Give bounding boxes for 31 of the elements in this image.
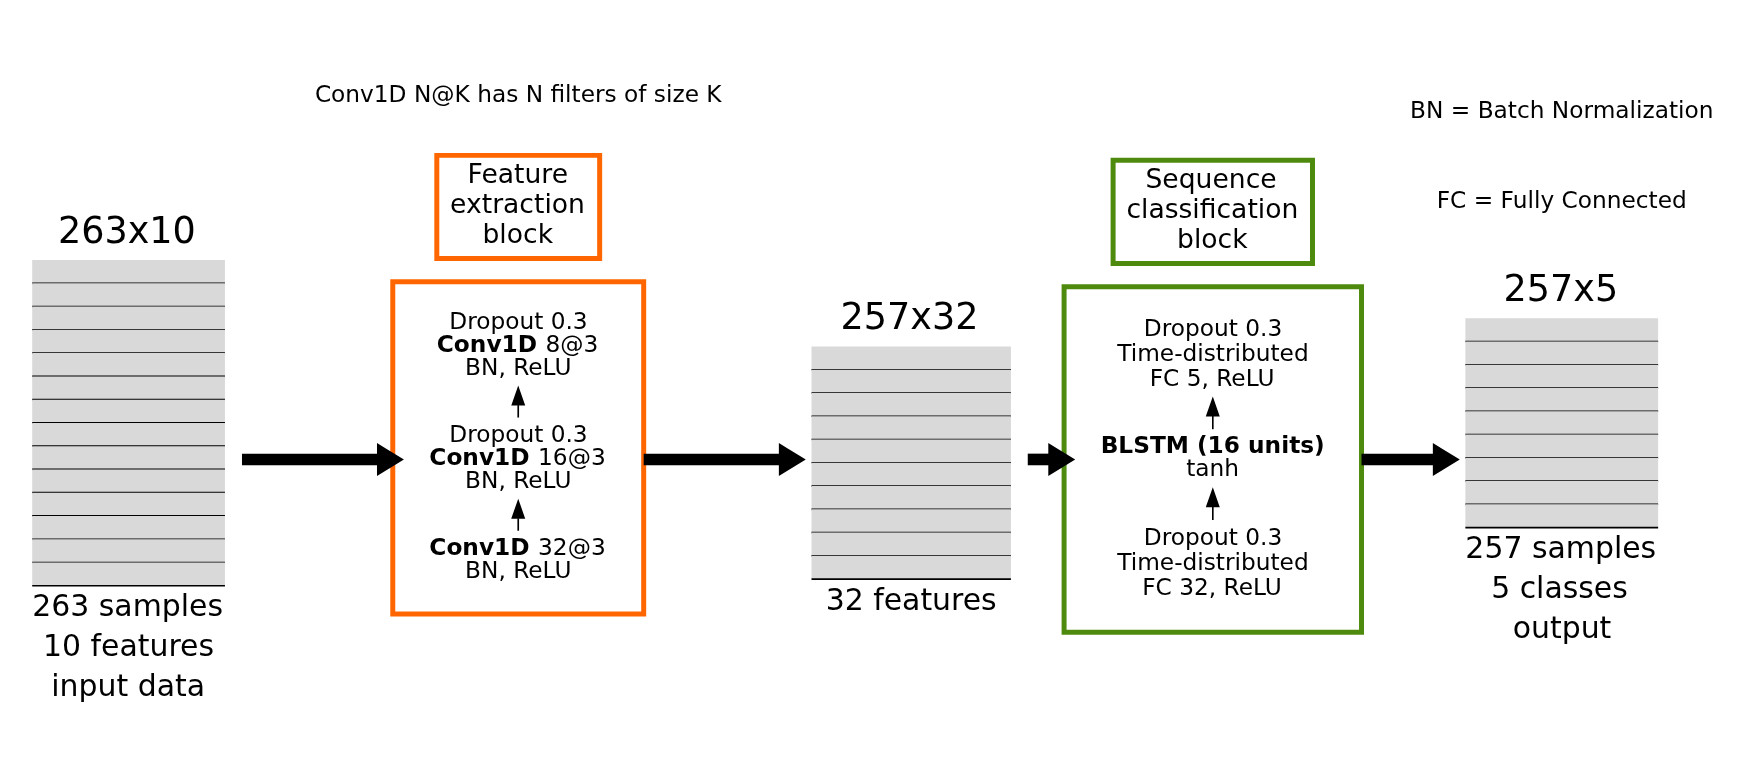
- node-label: 263x10: [57, 208, 196, 252]
- cluster: [390, 279, 647, 617]
- node-label: 32 features: [825, 581, 997, 617]
- node-box: Feature extraction block: [434, 152, 603, 261]
- arrow: [1361, 442, 1460, 476]
- arrow: [1205, 396, 1220, 431]
- cluster: [1061, 284, 1364, 635]
- node-label: 263 samples: [32, 588, 224, 624]
- node-text: Dropout 0.3 Conv1D 16@3 BN, ReLU: [429, 419, 606, 494]
- arrow: [643, 442, 806, 476]
- node-label: 10 features: [43, 628, 215, 664]
- node-text: BLSTM (16 units) tanh: [1100, 431, 1325, 482]
- arrow: [1205, 487, 1220, 521]
- node-label: 257 samples: [1465, 530, 1657, 566]
- node-text: Conv1D 32@3 BN, ReLU: [429, 532, 606, 583]
- label: FC = Fully Connected: [1436, 186, 1687, 214]
- node-text: Dropout 0.3 Time-distributed FC 32, ReLU: [1117, 523, 1309, 601]
- arrow: [242, 442, 404, 476]
- node-text: Dropout 0.3 Time-distributed FC 5, ReLU: [1117, 314, 1309, 391]
- node-label: 5 classes: [1491, 570, 1628, 606]
- node-label: 257x32: [840, 295, 979, 339]
- arrow: [511, 498, 526, 532]
- node-label: input data: [51, 668, 206, 704]
- label: BN = Batch Normalization: [1410, 96, 1714, 124]
- arrow: [511, 385, 526, 419]
- node-text: Dropout 0.3 Conv1D 8@3 BN, ReLU: [436, 306, 599, 381]
- node-label: 257x5: [1503, 266, 1619, 310]
- node-label: output: [1512, 609, 1612, 645]
- node-box: Sequence classification block: [1110, 157, 1315, 266]
- label: Conv1D N@K has N filters of size K: [314, 79, 722, 107]
- arrow: [1027, 442, 1076, 476]
